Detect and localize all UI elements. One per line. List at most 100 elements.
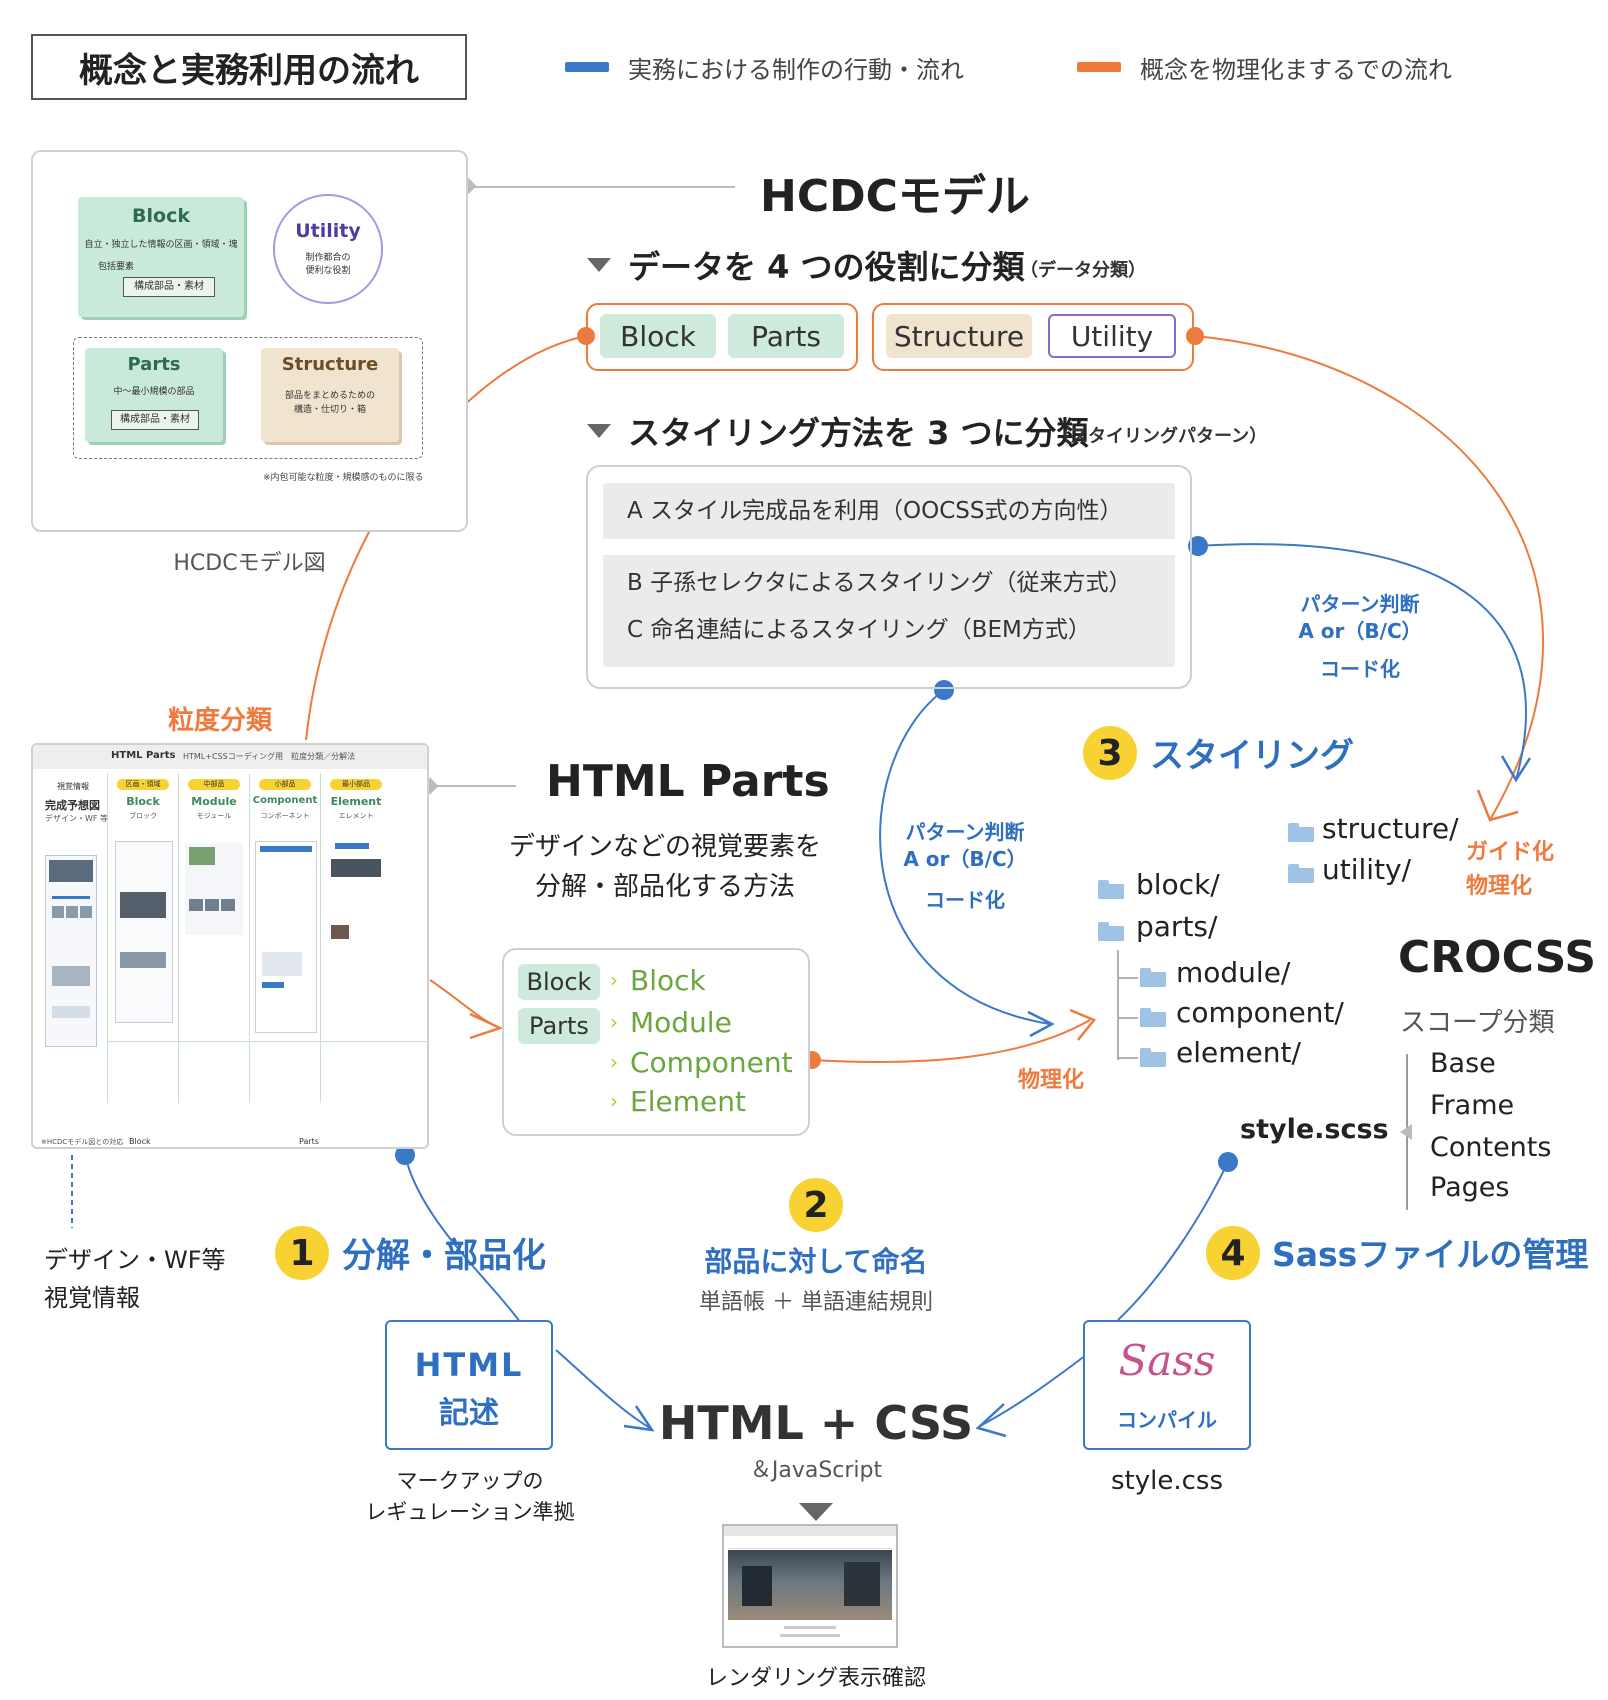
step-2-badge: 2 <box>789 1178 843 1232</box>
folder-icon-structure <box>1288 823 1314 842</box>
styling-patterns-panel: A スタイル完成品を利用（OOCSS式の方向性） B 子孫セレクタによるスタイリ… <box>586 465 1192 689</box>
center-caption: レンダリング表示確認 <box>705 1666 926 1691</box>
hcdc-utility-desc1: 制作都合の <box>305 253 351 263</box>
folder-structure: structure/ <box>1322 812 1459 845</box>
col-divider-0 <box>107 773 108 1103</box>
html-parts-item-component: Component <box>630 1046 793 1079</box>
hcdc-parts-title: Parts <box>127 354 181 375</box>
sass-logo-icon: Sass <box>1118 1336 1216 1385</box>
figure-left-head: 視覚情報 <box>57 782 89 791</box>
crocss-item-contents: Contents <box>1430 1132 1552 1163</box>
step-2-label: 部品に対して命名 <box>704 1245 928 1278</box>
chevron-icon-3: › <box>610 1089 618 1113</box>
folder-icon-module <box>1140 968 1166 987</box>
col-divider-1 <box>178 773 179 1103</box>
figure-bottom-divider <box>107 1041 427 1042</box>
crocss-title: CROCSS <box>1398 932 1597 983</box>
guide-label-2: 物理化 <box>1466 874 1533 899</box>
figure-wireframe-thumbnail <box>45 855 97 1047</box>
block-column-thumbnail <box>115 841 173 1023</box>
page-title: 概念と実務利用の流れ <box>31 34 467 100</box>
html-box-caption1: マークアップの <box>396 1469 544 1493</box>
sass-box-caption: style.css <box>1111 1466 1223 1496</box>
html-parts-desc1: デザインなどの視覚要素を <box>508 832 821 862</box>
step-1-badge: 1 <box>275 1226 329 1280</box>
chevron-icon-2: › <box>610 1050 618 1074</box>
pattern-label-right-1: パターン判断 <box>1300 592 1420 616</box>
folder-utility: utility/ <box>1322 853 1412 886</box>
tag-structure: Structure <box>886 314 1032 358</box>
hcdc-heading1: データを 4 つの役割に分類 <box>628 248 1025 286</box>
heading1-triangle <box>587 258 611 272</box>
hcdc-utility-circle: Utility 制作都合の 便利な役割 <box>273 194 383 304</box>
crocss-item-pages: Pages <box>1430 1172 1510 1203</box>
html-parts-figure: HTML Parts HTML+CSSコーディング用 粒度分類／分解法 視覚情報… <box>31 743 429 1149</box>
hcdc-utility-title: Utility <box>295 220 361 242</box>
crocss-sub: スコープ分類 <box>1400 1008 1555 1038</box>
col-ja-1: モジュール <box>196 812 232 820</box>
step-4-label: Sassファイルの管理 <box>1272 1235 1589 1274</box>
hcdc-parts-desc: 中～最小規模の部品 <box>113 387 195 397</box>
granularity-label: 粒度分類 <box>168 706 273 736</box>
figure-header-bar <box>33 745 427 769</box>
html-box-line1: HTML <box>414 1346 524 1384</box>
col-tag-3: 最小部品 <box>330 779 382 790</box>
step-4-badge: 4 <box>1206 1226 1260 1280</box>
folder-icon-element <box>1140 1048 1166 1067</box>
folder-module: module/ <box>1176 956 1291 989</box>
hcdc-heading2: スタイリング方法を 3 つに分類 <box>628 414 1089 452</box>
tag-block: Block <box>600 314 716 358</box>
styling-pattern-b: B 子孫セレクタによるスタイリング（従来方式） <box>603 555 1175 605</box>
pattern-label-left-2: A or（B/C） <box>903 847 1027 871</box>
design-label-line1: デザイン・WF等 <box>44 1246 226 1274</box>
hcdc-block-chip: 構成部品・素材 <box>123 277 215 297</box>
hcdc-parts-chip: 構成部品・素材 <box>111 410 199 430</box>
hcdc-structure-title: Structure <box>281 354 379 375</box>
tag-group-block-parts <box>586 303 858 371</box>
physical-label: 物理化 <box>1018 1068 1085 1093</box>
hcdc-dashed-group <box>73 337 423 459</box>
html-parts-box: Block Parts › Block › Module › Component… <box>502 948 810 1136</box>
html-parts-item-module: Module <box>630 1006 732 1039</box>
figure-title: HTML Parts <box>111 750 176 761</box>
hcdc-block-desc: 自立・独立した情報の区画・領域・塊 <box>84 240 238 250</box>
pattern-label-left-1: パターン判断 <box>905 820 1025 844</box>
col-ja-2: コンポーネント <box>260 812 310 820</box>
html-parts-left-tag-parts: Parts <box>518 1008 600 1044</box>
folder-component: component/ <box>1176 996 1344 1029</box>
folder-parts: parts/ <box>1136 910 1218 943</box>
folder-icon-utility <box>1288 864 1314 883</box>
element-column-thumbnail <box>325 841 385 1031</box>
hcdc-block-title: Block <box>132 205 190 227</box>
folder-icon-component <box>1140 1008 1166 1027</box>
heading2-triangle <box>587 424 611 438</box>
module-column-thumbnail <box>185 843 243 935</box>
hcdc-figure: Block 自立・独立した情報の区画・領域・塊 包括要素 構成部品・素材 Uti… <box>31 150 468 532</box>
folder-element: element/ <box>1176 1036 1301 1069</box>
chevron-icon-1: › <box>610 1010 618 1034</box>
col-title-0: Block <box>126 795 160 808</box>
folder-icon-parts <box>1098 922 1124 941</box>
sass-compile-box: Sass コンパイル <box>1083 1320 1251 1450</box>
step-1-label: 分解・部品化 <box>342 1236 546 1276</box>
figure-left-desc: デザイン・WF 等 <box>45 814 109 823</box>
hcdc-structure-card: Structure 部品をまとめるための 構造・仕切り・箱 <box>261 348 399 442</box>
figure-bottom-label-block: Block <box>129 1137 151 1146</box>
hcdc-structure-desc2: 構造・仕切り・箱 <box>293 405 366 415</box>
hcdc-block-sub: 包括要素 <box>98 262 135 272</box>
col-ja-3: エレメント <box>338 812 374 820</box>
col-title-2: Component <box>252 795 318 806</box>
legend-blue-label: 実務における制作の行動・流れ <box>628 56 964 84</box>
figure-footer: ※HCDCモデル図との対応 <box>41 1138 124 1146</box>
crocss-item-frame: Frame <box>1430 1090 1515 1121</box>
figure-bottom-label-parts: Parts <box>299 1137 319 1146</box>
hcdc-structure-desc1: 部品をまとめるための <box>284 391 375 401</box>
hcdc-parts-card: Parts 中～最小規模の部品 構成部品・素材 <box>85 348 223 442</box>
browser-preview-image <box>722 1524 898 1648</box>
legend-orange-label: 概念を物理化まするでの流れ <box>1140 56 1452 84</box>
col-divider-2 <box>249 773 250 1103</box>
html-write-box: HTML 記述 <box>385 1320 553 1450</box>
tag-group-structure-utility <box>872 303 1194 371</box>
hcdc-block-card: Block 自立・独立した情報の区画・領域・塊 包括要素 構成部品・素材 <box>78 197 244 317</box>
